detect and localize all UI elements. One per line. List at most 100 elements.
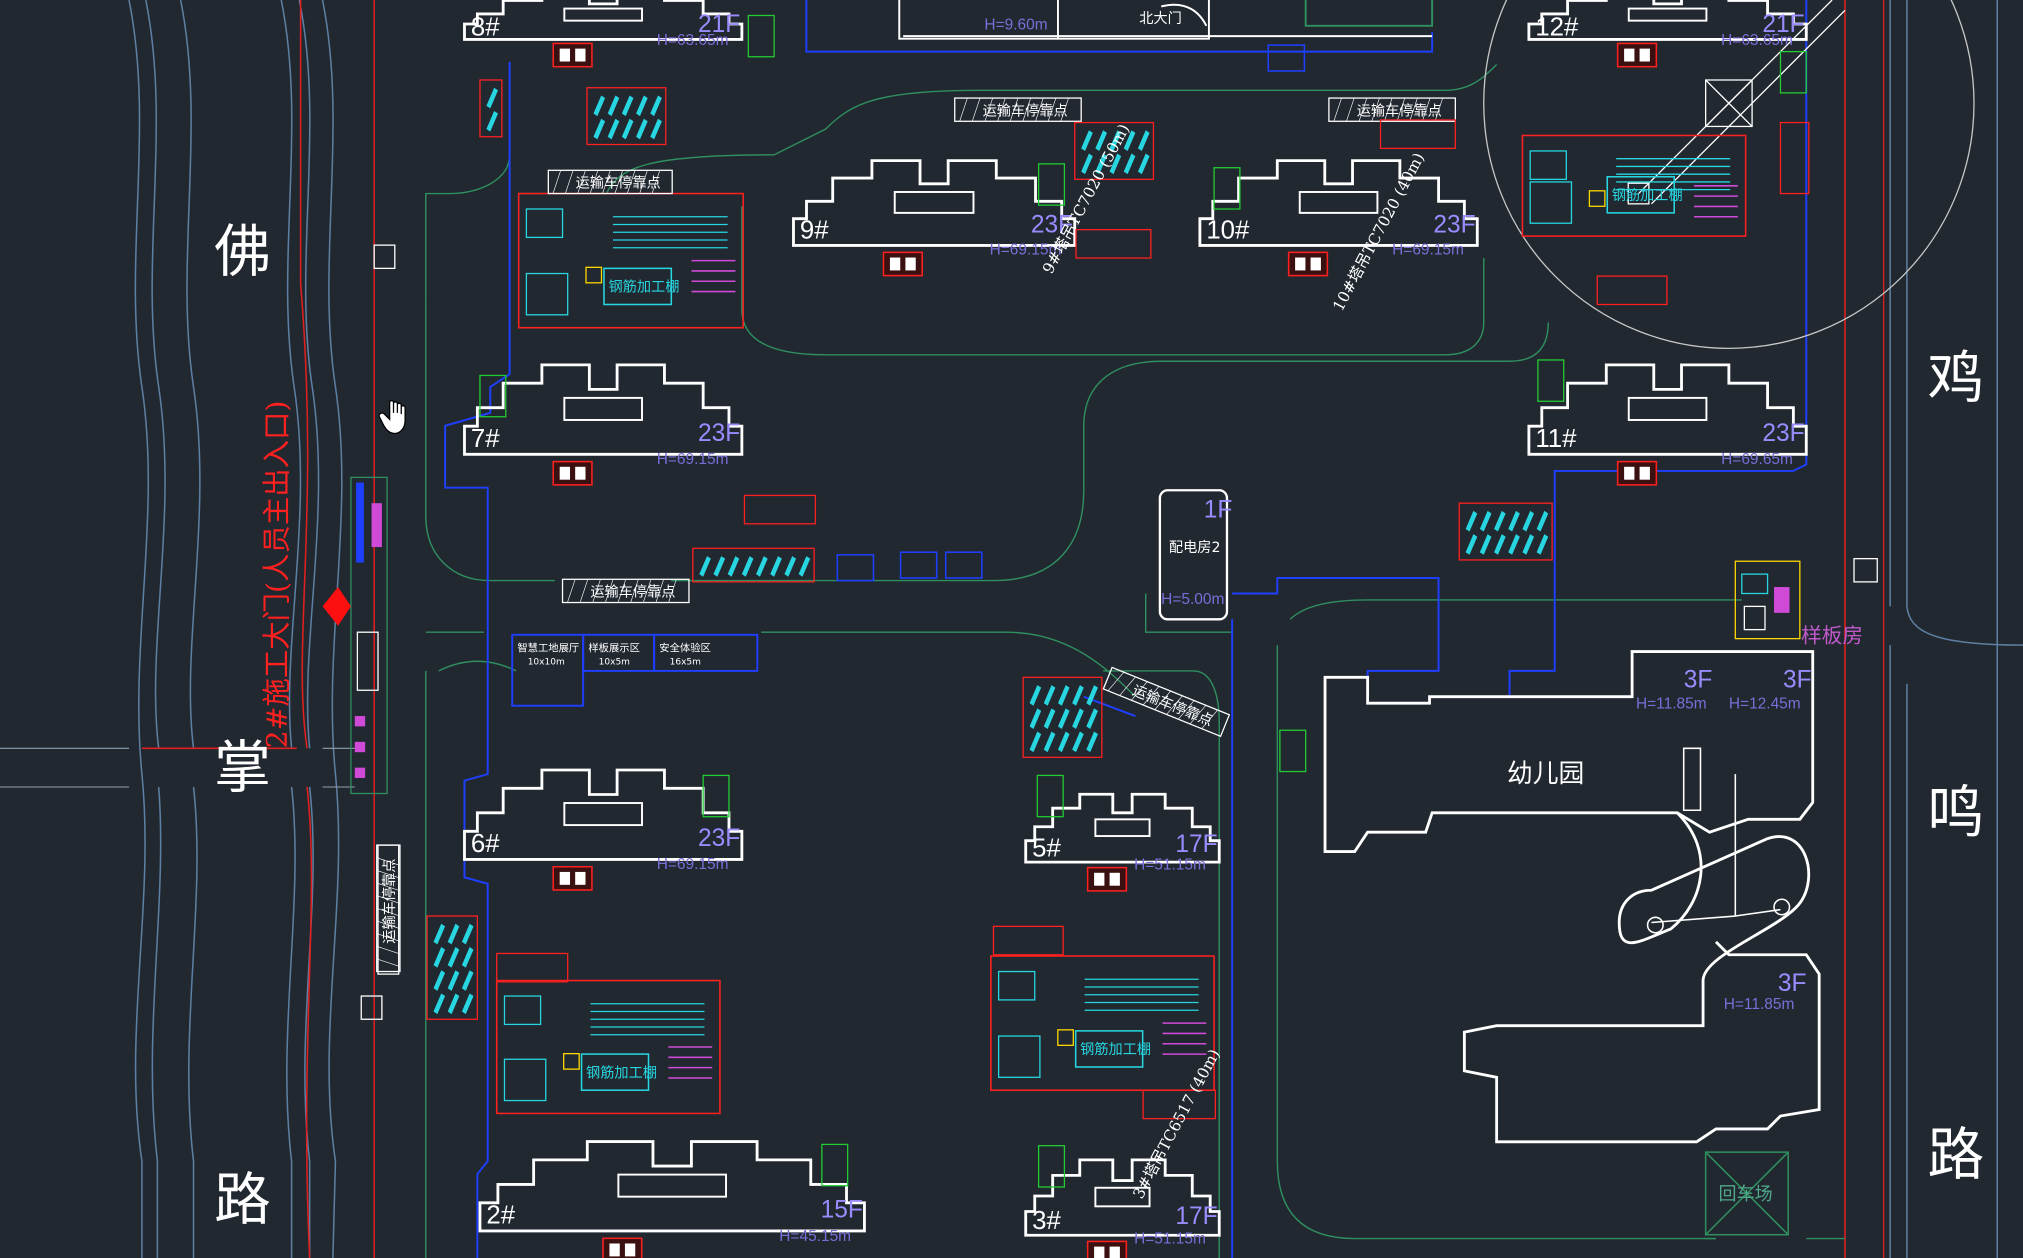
hoist-cabin	[1639, 48, 1650, 62]
hoist-cabin	[889, 257, 901, 271]
hoist-cabin	[624, 1243, 636, 1257]
display-area-3: 安全体验区 16x5m	[653, 633, 759, 672]
building-id: 11#	[1535, 425, 1577, 453]
display-area-size: 16x5m	[670, 657, 702, 667]
safety-passage-6	[1036, 774, 1064, 818]
hoist-cabin	[1094, 872, 1105, 886]
north-gate	[898, 0, 1434, 40]
hoist-block	[1616, 460, 1658, 486]
building-outline	[478, 1140, 866, 1233]
building-height: H=45.15m	[779, 1228, 851, 1245]
kindergarten-name: 幼儿园	[1507, 759, 1584, 789]
building-id: 8#	[471, 13, 500, 41]
building-floors: 23F	[1433, 212, 1475, 239]
building-height: H=51.15m	[1134, 856, 1206, 873]
building-id: 9#	[800, 216, 829, 244]
hoist-cabin	[1295, 257, 1306, 271]
building-height: H=69.15m	[990, 242, 1062, 259]
crane-3-label: 3#塔吊TC6517 (40m)	[1129, 1046, 1223, 1202]
left-road-char-2: 掌	[214, 735, 271, 801]
display-area-name: 智慧工地展厅	[517, 642, 579, 655]
transport-stop-3: 运输车停靠点	[1328, 97, 1456, 122]
transport-stop-4: 运输车停靠点	[561, 578, 690, 604]
info-box-4	[1596, 275, 1668, 306]
transport-stop-label: 运输车停靠点	[1130, 682, 1215, 730]
hoist-cabin	[1310, 257, 1321, 271]
rebar-shed-3: 钢筋加工棚	[990, 955, 1215, 1091]
material-rack-5	[426, 915, 479, 1020]
kg-block1-height: H=11.85m	[1636, 695, 1707, 712]
rebar-shed-label: 钢筋加工棚	[1612, 187, 1683, 204]
hoist-cabin	[559, 48, 571, 62]
building-floors: 21F	[1762, 11, 1804, 38]
right-road-lines	[1844, 0, 2023, 1258]
left-road-char-1: 佛	[214, 219, 271, 285]
rebar-shed-label: 钢筋加工棚	[1080, 1041, 1151, 1058]
building-outline	[1024, 1158, 1221, 1237]
kindergarten-outline	[1323, 650, 1821, 1144]
substation-height: H=5.00m	[1161, 591, 1224, 608]
info-box-6	[992, 925, 1064, 956]
building-core	[563, 396, 643, 421]
material-rack-6	[1458, 502, 1553, 561]
crane-radius-circle	[1483, 0, 1975, 349]
building-core	[1627, 396, 1708, 421]
transport-stop-label: 运输车停靠点	[381, 859, 398, 944]
crane-10-label: 10#塔吊TC7020 (40m)	[1329, 150, 1428, 314]
kg-block2-height: H=12.45m	[1729, 695, 1801, 712]
north-gate-label: 北大门	[1139, 11, 1182, 27]
site-gate-2	[899, 551, 938, 579]
building-core	[1298, 191, 1379, 214]
building-floors: 23F	[698, 825, 740, 852]
hoist-block	[1086, 1240, 1128, 1258]
display-area-name: 样板展示区	[588, 642, 640, 655]
safety-passage-1	[747, 14, 775, 58]
building-id: 2#	[486, 1202, 515, 1230]
safety-passage-9	[1779, 50, 1807, 94]
sample-room-label: 样板房	[1801, 624, 1863, 648]
building-core	[563, 802, 643, 827]
safety-passage-4	[1213, 167, 1241, 210]
building-floors: 15F	[821, 1196, 863, 1223]
turnaround-label: 回车场	[1719, 1184, 1773, 1205]
info-box-5	[1779, 121, 1810, 195]
building-floors: 17F	[1175, 1203, 1217, 1230]
building-height: H=69.65m	[1721, 451, 1793, 468]
building-core	[617, 1173, 727, 1198]
building-height: H=69.15m	[657, 451, 729, 468]
info-box-2	[1075, 229, 1152, 259]
hoist-block	[882, 251, 923, 277]
hoist-cabin	[559, 871, 571, 885]
safety-passage-2	[479, 374, 507, 418]
right-road-char-1: 鸡	[1928, 345, 1985, 411]
building-outline	[463, 0, 744, 41]
hoist-block	[1086, 866, 1128, 892]
hoist-cabin	[1639, 466, 1650, 480]
hand-cursor-icon	[378, 399, 406, 435]
right-road-char-3: 路	[1928, 1122, 1985, 1188]
safety-passage-10	[821, 1143, 849, 1187]
building-outline	[1527, 363, 1808, 456]
display-area-name: 安全体验区	[659, 642, 711, 655]
hoist-cabin	[1094, 1246, 1105, 1258]
hoist-cabin	[575, 466, 586, 480]
building-outline	[463, 363, 744, 456]
kg-block1-floors: 3F	[1684, 667, 1713, 694]
rebar-shed-2: 钢筋加工棚	[495, 979, 721, 1115]
kg-block3-height: H=11.85m	[1724, 996, 1795, 1013]
hoist-cabin	[905, 257, 916, 271]
transport-stop-label: 运输车停靠点	[983, 102, 1068, 119]
building-height: H=63.65m	[1721, 32, 1793, 49]
building-id: 10#	[1206, 216, 1250, 244]
substation-name: 配电房2	[1169, 540, 1221, 556]
